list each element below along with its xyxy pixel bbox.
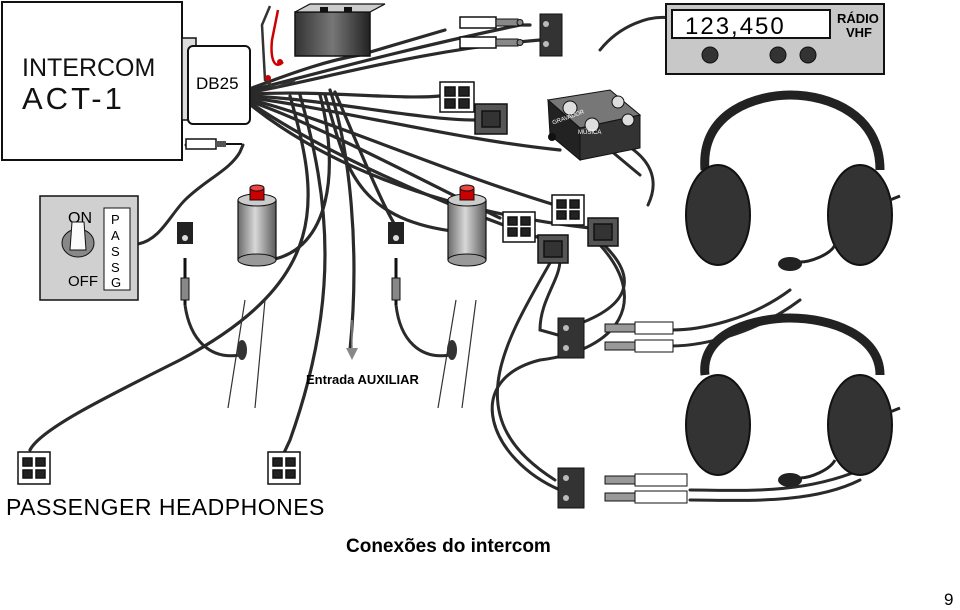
passenger-headphones-label: PASSENGER HEADPHONES	[6, 494, 325, 520]
radio-label: RÁDIO	[837, 11, 879, 26]
switch-pass-letter: S	[111, 244, 120, 259]
ptt-button-left	[237, 184, 277, 360]
switch-pass-letter: P	[111, 212, 120, 227]
switch-pass-letter: A	[111, 228, 120, 243]
switch-off-label: OFF	[68, 273, 98, 290]
toggle-lever-icon	[69, 221, 87, 251]
ptt-button-right	[447, 184, 487, 360]
switch-pass-letter: S	[111, 260, 120, 275]
vhf-radio: 123,450 RÁDIO VHF	[665, 3, 885, 75]
figure-caption: Conexões do intercom	[346, 536, 551, 557]
switch-pass-letter: G	[111, 275, 121, 290]
ptt-jacks	[177, 222, 451, 358]
pass-switch: ON OFF P A S S G	[39, 195, 139, 301]
intercom-title: INTERCOM	[22, 54, 155, 82]
headset-pilot-icon	[685, 90, 901, 271]
music-player: GRAVADOR MÚSICA	[546, 89, 642, 162]
headset-copilot-icon	[685, 313, 901, 487]
radio-frequency: 123,450	[685, 13, 786, 40]
intercom-unit: INTERCOM ACT-1 DB25	[1, 1, 251, 161]
db25-label: DB25	[196, 74, 239, 93]
player-label-music: MÚSICA	[578, 129, 601, 136]
aux-input-label: Entrada AUXILIAR	[306, 372, 420, 387]
headset-jack-adapters	[557, 317, 688, 509]
radio-knob-icon	[769, 46, 787, 64]
stereo-jack-plugs-top	[459, 13, 563, 57]
headset-connectors	[17, 81, 619, 485]
radio-band: VHF	[846, 25, 872, 40]
aux-arrow-icon	[346, 320, 358, 360]
page-number: 9	[944, 590, 954, 609]
battery-icon	[260, 3, 386, 90]
intercom-model: ACT-1	[22, 81, 125, 116]
radio-knob-icon	[799, 46, 817, 64]
radio-knob-icon	[701, 46, 719, 64]
